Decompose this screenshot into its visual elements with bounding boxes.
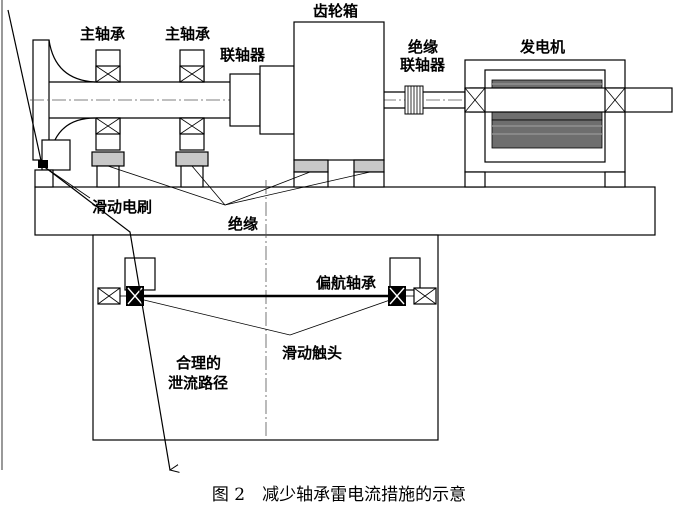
label-path-line2: 泄流路径 bbox=[168, 374, 228, 392]
label-insulated-coupling-1: 绝缘 bbox=[408, 38, 438, 56]
label-insulation: 绝缘 bbox=[228, 215, 258, 233]
label-main-bearing-2: 主轴承 bbox=[165, 25, 210, 43]
label-path-line1: 合理的 bbox=[175, 354, 221, 372]
gearbox bbox=[293, 21, 385, 188]
coupling bbox=[229, 65, 295, 135]
label-coupling: 联轴器 bbox=[220, 46, 266, 64]
label-sliding-contact: 滑动触头 bbox=[282, 344, 342, 362]
label-gearbox: 齿轮箱 bbox=[313, 2, 358, 20]
discharge-path-arrow bbox=[7, 9, 170, 470]
insulated-coupling bbox=[404, 85, 424, 115]
label-main-bearing-1: 主轴承 bbox=[80, 25, 125, 43]
brush-contact bbox=[38, 160, 48, 168]
label-insulated-coupling-2: 联轴器 bbox=[400, 56, 446, 74]
yaw-bearing bbox=[97, 257, 437, 306]
label-generator: 发电机 bbox=[519, 38, 565, 56]
output-shaft bbox=[384, 91, 470, 109]
main-bearing-1 bbox=[91, 49, 125, 188]
label-yaw-bearing: 偏航轴承 bbox=[316, 274, 376, 292]
figure-caption: 图 2 减少轴承雷电流措施的示意 bbox=[212, 485, 466, 505]
main-bearing-2 bbox=[175, 49, 209, 188]
label-slip-brush: 滑动电刷 bbox=[92, 198, 152, 216]
generator bbox=[464, 59, 673, 188]
